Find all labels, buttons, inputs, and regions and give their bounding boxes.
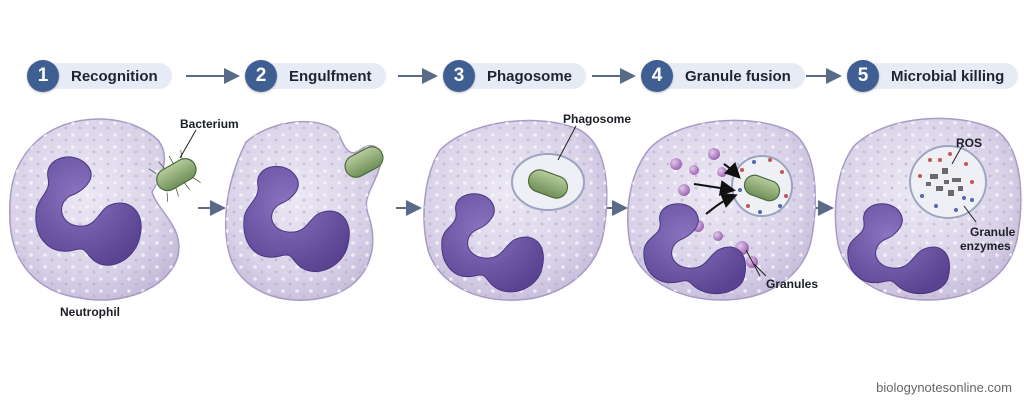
bacterium-1	[148, 150, 201, 202]
cell-1-neutrophil	[8, 118, 201, 301]
granule-enzymes-label-line1: Granule	[970, 225, 1016, 239]
step-3-number: 3	[443, 60, 475, 92]
step-3: 3 Phagosome	[443, 60, 587, 92]
digested-debris	[926, 168, 963, 196]
cell-3-neutrophil	[423, 119, 608, 301]
step-2-label: Engulfment	[271, 63, 386, 89]
fusion-arrows	[693, 161, 741, 215]
bacterium-label: Bacterium	[180, 117, 239, 131]
cell-2-neutrophil	[224, 120, 384, 301]
bacterium-3	[527, 169, 569, 199]
cell-5-neutrophil	[834, 117, 1022, 301]
ros-dots	[918, 152, 974, 184]
phagosome-label: Phagosome	[563, 112, 632, 126]
step-4: 4 Granule fusion	[641, 60, 805, 92]
step-4-label: Granule fusion	[667, 63, 805, 89]
step-1-number: 1	[27, 60, 59, 92]
granules-label: Granules	[766, 277, 819, 291]
neutrophil-label: Neutrophil	[60, 305, 120, 319]
step-5-label: Microbial killing	[873, 63, 1019, 89]
bacterium-2	[344, 146, 384, 178]
step-3-label: Phagosome	[469, 63, 587, 89]
ros-label: ROS	[956, 136, 983, 150]
source-watermark: biologynotesonline.com	[876, 380, 1012, 395]
step-5-number: 5	[847, 60, 879, 92]
bacterium-4	[743, 174, 781, 202]
step-1-label: Recognition	[53, 63, 172, 89]
enzyme-dots	[920, 194, 974, 212]
step-2-number: 2	[245, 60, 277, 92]
step-5: 5 Microbial killing	[847, 60, 1019, 92]
step-4-number: 4	[641, 60, 673, 92]
cell-4-neutrophil	[627, 119, 816, 301]
granule-enzymes-label-line2: enzymes	[960, 239, 1011, 253]
step-2: 2 Engulfment	[245, 60, 386, 92]
step-1: 1 Recognition	[27, 60, 172, 92]
